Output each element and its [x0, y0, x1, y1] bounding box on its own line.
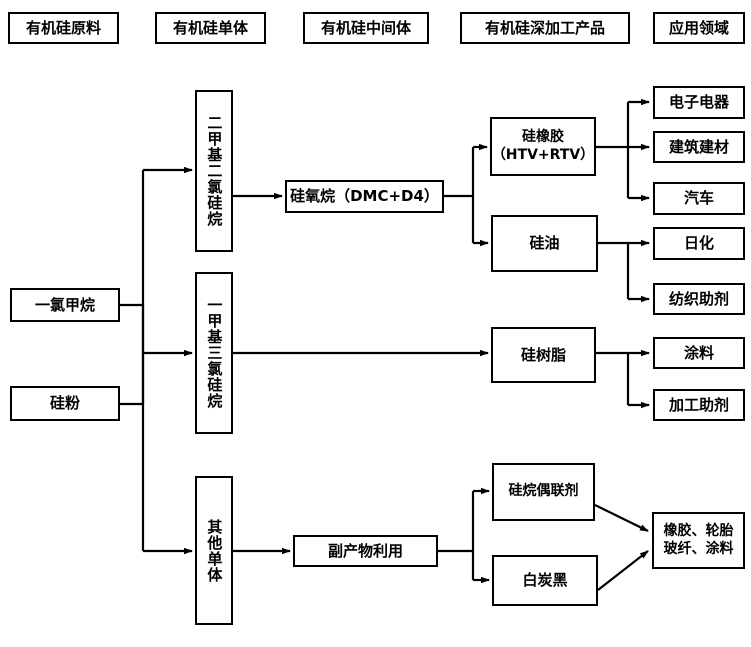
node-other-monomer-label: 其他单体 [205, 518, 224, 583]
column-header-monomer-label: 有机硅单体 [172, 18, 248, 37]
node-silicone-oil-label: 硅油 [529, 234, 560, 253]
node-electronics: 电子电器 [653, 86, 745, 119]
column-header-intermediate-label: 有机硅中间体 [320, 18, 411, 37]
column-header-raw-label: 有机硅原料 [25, 18, 101, 37]
node-methyl-chloride-label: 一氯甲烷 [34, 295, 95, 314]
node-daily-chemical: 日化 [653, 227, 745, 260]
node-rubber-tire-fiber-coating: 橡胶、轮胎 玻纤、涂料 [652, 512, 745, 569]
node-white-carbon-black: 白炭黑 [492, 555, 598, 606]
node-byproduct-use-label: 副产物利用 [327, 541, 403, 560]
node-silicone-rubber-label-line2: （HTV+RTV） [491, 146, 595, 163]
node-coating-label: 涂料 [683, 343, 714, 362]
node-silicone-resin-label: 硅树脂 [520, 345, 566, 364]
node-siloxane-label: 硅氧烷（DMC+D4） [290, 187, 439, 206]
node-textile-auxiliary-label: 纺织助剂 [668, 289, 729, 308]
node-processing-aid: 加工助剂 [653, 389, 745, 421]
node-dimethyldichlorosilane-label: 二甲基二氯硅烷 [205, 115, 224, 227]
node-methyltrichlorosilane: 一甲基三氯硅烷 [195, 272, 233, 434]
node-siloxane: 硅氧烷（DMC+D4） [285, 180, 444, 213]
node-silicone-oil: 硅油 [491, 215, 598, 272]
node-methyl-chloride: 一氯甲烷 [10, 288, 120, 322]
node-silicon-powder-label: 硅粉 [49, 394, 80, 413]
node-silicon-powder: 硅粉 [10, 386, 120, 421]
node-silicone-rubber-label-line1: 硅橡胶 [522, 129, 564, 145]
node-coating: 涂料 [653, 337, 745, 369]
node-silane-coupling-agent-label: 硅烷偶联剂 [508, 483, 579, 500]
node-silicone-rubber: 硅橡胶 （HTV+RTV） [490, 117, 596, 176]
node-methyltrichlorosilane-label: 一甲基三氯硅烷 [205, 297, 224, 409]
node-automotive: 汽车 [653, 182, 745, 215]
column-header-deep: 有机硅深加工产品 [460, 12, 630, 44]
column-header-raw: 有机硅原料 [8, 12, 119, 44]
node-silicone-resin: 硅树脂 [491, 327, 596, 383]
wire-wcb-to-rubbertire [597, 550, 649, 591]
node-electronics-label: 电子电器 [668, 93, 729, 112]
column-header-monomer: 有机硅单体 [155, 12, 266, 44]
node-silane-coupling-agent: 硅烷偶联剂 [492, 463, 595, 521]
wire-coupling-to-rubbertire [594, 504, 649, 532]
node-construction: 建筑建材 [653, 131, 745, 163]
node-textile-auxiliary: 纺织助剂 [653, 283, 745, 315]
node-construction-label: 建筑建材 [668, 137, 729, 156]
node-automotive-label: 汽车 [683, 189, 714, 208]
node-rubber-tire-fiber-coating-label-line1: 橡胶、轮胎 [663, 523, 734, 539]
node-white-carbon-black-label: 白炭黑 [522, 571, 568, 590]
node-daily-chemical-label: 日化 [683, 234, 714, 253]
node-processing-aid-label: 加工助剂 [668, 395, 729, 414]
node-other-monomer: 其他单体 [195, 476, 233, 625]
node-dimethyldichlorosilane: 二甲基二氯硅烷 [195, 90, 233, 252]
wire-raw-merge [120, 303, 145, 406]
column-header-intermediate: 有机硅中间体 [303, 12, 429, 44]
node-byproduct-use: 副产物利用 [293, 535, 438, 567]
column-header-deep-label: 有机硅深加工产品 [484, 18, 605, 37]
column-header-application: 应用领域 [653, 12, 745, 44]
column-header-application-label: 应用领域 [668, 18, 729, 37]
node-rubber-tire-fiber-coating-label-line2: 玻纤、涂料 [663, 540, 734, 557]
